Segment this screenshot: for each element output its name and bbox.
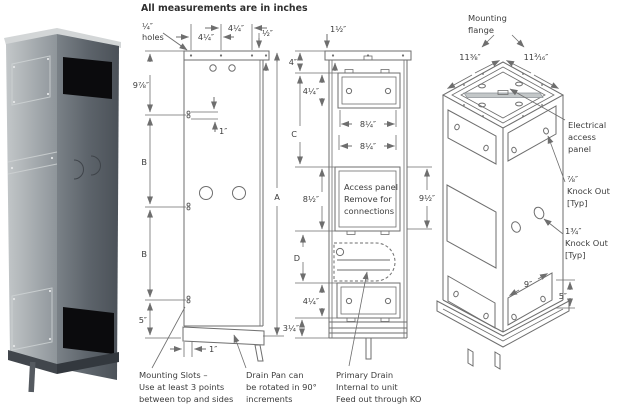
photo-bottom-cutout	[63, 307, 114, 354]
dim-1138: 11⅜″	[459, 52, 480, 62]
svg-text:Remove for: Remove for	[344, 194, 392, 204]
dim-c: C	[291, 129, 297, 139]
dim-414-bottom: 4¼″	[303, 296, 319, 306]
svg-text:access: access	[568, 132, 596, 142]
photo-top-cutout	[63, 57, 112, 99]
dim-half: ½″	[262, 28, 273, 38]
note-mounting-slots: Mounting Slots – Use at least 3 points b…	[139, 370, 233, 404]
svg-text:Drain Pan can: Drain Pan can	[246, 370, 304, 380]
svg-text:Feed out through KO: Feed out through KO	[336, 394, 422, 404]
dim-b1: B	[141, 157, 147, 167]
svg-text:Knock Out: Knock Out	[565, 238, 609, 248]
dim-978: 9⅞″	[133, 80, 149, 90]
iso-dim-arrows	[447, 34, 575, 309]
dim-912: 9½″	[419, 193, 435, 203]
svg-text:increments: increments	[246, 394, 292, 404]
dim-quarter-holes: ¼″	[142, 21, 153, 31]
dim-812: 8½″	[303, 194, 319, 204]
dim-414-b: 4¼″	[228, 23, 244, 33]
iso-outline	[436, 61, 570, 370]
note-drain-pan: Drain Pan can be rotated in 90° incremen…	[246, 370, 317, 404]
panel-view-outline	[324, 50, 412, 360]
svg-text:⅞″: ⅞″	[567, 174, 578, 184]
dim-11316: 11³⁄₁₆″	[524, 52, 549, 62]
svg-text:Use at least 3 points: Use at least 3 points	[139, 382, 224, 392]
svg-text:Mounting Slots –: Mounting Slots –	[139, 370, 207, 380]
dim-quarter-holes-word: holes	[142, 32, 164, 42]
svg-text:Electrical: Electrical	[568, 120, 606, 130]
svg-text:Access panel: Access panel	[344, 182, 398, 192]
dim-d: D	[294, 253, 300, 263]
photo-knockout-marks	[73, 155, 101, 180]
dim-814-a: 8¼″	[360, 119, 376, 129]
svg-text:flange: flange	[468, 25, 494, 35]
panel-bottom-access	[336, 282, 401, 322]
front-view-dim-arrows	[147, 25, 280, 369]
front-view-drawing: ¼″ holes 4¼″ 4¼″ ½″ 9⅞″ B B 1″ A 5″ 1″ M…	[133, 21, 317, 404]
photo-screws	[10, 57, 54, 348]
dim-414-top: 4¼″	[303, 86, 319, 96]
front-view-slot-marks	[186, 110, 191, 304]
photo-panel-outlines	[7, 55, 58, 351]
front-view-holes	[199, 64, 246, 200]
svg-text:1¾″: 1¾″	[565, 226, 581, 236]
front-view-extension-lines	[145, 24, 284, 357]
photo-left-face	[6, 34, 57, 368]
note-primary-drain: Primary Drain Internal to unit Feed out …	[336, 370, 422, 404]
dim-814-b: 8¼″	[360, 141, 376, 151]
dim-a: A	[274, 192, 280, 202]
panel-top-access	[337, 69, 401, 109]
panel-view-flange-holes	[331, 54, 405, 57]
label-mounting-flange: Mounting flange	[468, 13, 507, 35]
dim-one-bottom: 1″	[209, 344, 217, 354]
panel-view-drawing: 1½″ 4″ 4¼″ C 8¼″ 8¼″ 8½″ 9½″ Access pane…	[283, 24, 435, 404]
panel-view-dim-arrows	[297, 34, 430, 367]
svg-text:panel: panel	[568, 144, 591, 154]
iso-left-face-panels	[446, 109, 497, 329]
svg-text:connections: connections	[344, 206, 394, 216]
photo-top-flange	[4, 28, 121, 48]
front-view-outline	[182, 50, 270, 362]
dim-five: 5″	[139, 315, 147, 325]
svg-text:Primary Drain: Primary Drain	[336, 370, 393, 380]
svg-text:Knock Out: Knock Out	[567, 186, 611, 196]
panel-view-extension-lines	[295, 50, 432, 339]
panel-drain-pan-hidden	[333, 242, 396, 282]
dim-one-top: 1″	[219, 126, 227, 136]
iso-view-drawing: Mounting flange 11⅜″ 11³⁄₁₆″ Electrical …	[436, 13, 611, 370]
dim-onehalf: 1½″	[330, 24, 346, 34]
svg-text:Internal to unit: Internal to unit	[336, 382, 398, 392]
access-panel-text: Access panel Remove for connections	[344, 182, 398, 216]
sheet-title: All measurements are in inches	[141, 3, 308, 14]
iso-flange-holes	[463, 73, 543, 117]
front-view-flange-holes	[189, 54, 268, 57]
label-electrical-access-panel: Electrical access panel	[568, 120, 606, 154]
label-knockout-134: 1¾″ Knock Out [Typ]	[565, 226, 609, 260]
dim-four: 4″	[289, 57, 297, 67]
iso-top-ovals	[478, 81, 523, 108]
iso-right-face-panels	[507, 105, 557, 326]
photo-base-right	[57, 352, 119, 374]
dim-nine: 9″	[524, 279, 532, 289]
dim-414-a: 4¼″	[198, 32, 214, 42]
dim-314: 3¼″	[283, 323, 299, 333]
panel-central-access	[334, 166, 401, 235]
photo-drain-pipe	[28, 361, 36, 393]
svg-text:Mounting: Mounting	[468, 13, 507, 23]
svg-text:[Typ]: [Typ]	[567, 198, 587, 208]
photo-base-left	[8, 350, 57, 374]
svg-text:between top and sides: between top and sides	[139, 394, 233, 404]
dim-five-iso: 5″	[559, 291, 567, 301]
svg-text:[Typ]: [Typ]	[565, 250, 585, 260]
photo-right-face	[57, 34, 119, 380]
dim-b2: B	[141, 249, 147, 259]
product-photo	[4, 28, 121, 393]
svg-text:be rotated in 90°: be rotated in 90°	[246, 382, 317, 392]
label-knockout-78: ⅞″ Knock Out [Typ]	[567, 174, 611, 208]
